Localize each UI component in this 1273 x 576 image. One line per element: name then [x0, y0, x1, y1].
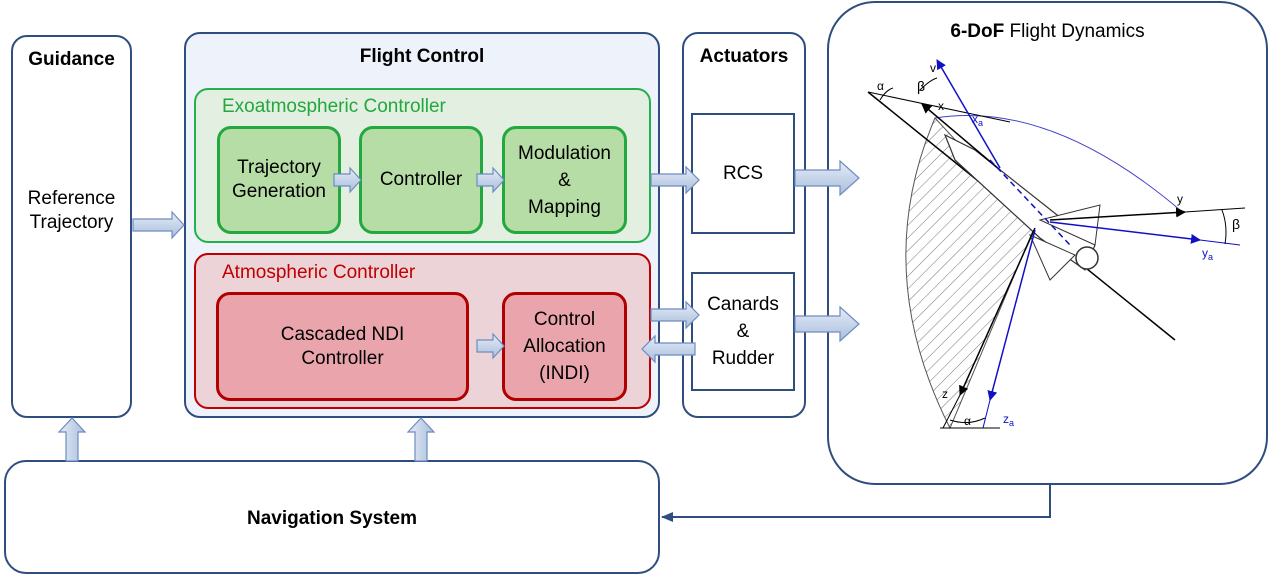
- nav-to-control-arrow: [406, 417, 436, 462]
- canards-line-3: Rudder: [711, 348, 775, 369]
- xa-main: x: [972, 112, 978, 126]
- za-extension: [982, 399, 991, 429]
- actuators-title: Actuators: [699, 46, 789, 67]
- z-body-arrow: [959, 227, 1036, 396]
- ya-label: ya: [1202, 246, 1213, 262]
- rcs-to-dynamics-arrow: [794, 159, 860, 197]
- rcs-label: RCS: [722, 162, 764, 184]
- controller-block: Controller: [359, 126, 483, 234]
- trajectory-to-controller-arrow: [333, 166, 362, 194]
- aircraft-tail: [1029, 234, 1076, 281]
- navigation-system-panel: Navigation System: [4, 460, 660, 574]
- beta-right-label: β: [1232, 216, 1240, 232]
- y-body-arrow: [1049, 207, 1186, 221]
- modulation-line-1: Modulation: [518, 142, 611, 164]
- ya-extension: [1199, 239, 1241, 246]
- ndi-line-2: Controller: [301, 347, 384, 369]
- alpha-top-arc: [879, 87, 894, 101]
- allocation-line-1: Control: [533, 309, 596, 330]
- xa-sub: a: [978, 118, 983, 128]
- flight-control-title: Flight Control: [359, 46, 485, 67]
- guidance-title: Guidance: [28, 49, 115, 70]
- cascaded-ndi-block: Cascaded NDI Controller: [216, 292, 469, 401]
- reference-trajectory-label: Reference Trajectory: [13, 187, 130, 235]
- za-label: za: [1003, 412, 1014, 428]
- reference-line-1: Reference: [27, 188, 116, 209]
- canards-line-2: &: [736, 321, 750, 342]
- alpha-bottom-arc: [949, 417, 986, 424]
- engine-nozzle: [1075, 246, 1099, 270]
- control-allocation-block: Control Allocation (INDI): [502, 292, 627, 401]
- trajectory-line-1: Trajectory: [237, 157, 321, 178]
- atmo-to-canards-arrow: [650, 300, 700, 330]
- exo-to-rcs-arrow: [650, 165, 700, 195]
- trajectory-generation-block: Trajectory Generation: [217, 126, 341, 234]
- x-body-arrow: [921, 103, 1001, 171]
- x-label: x: [938, 99, 944, 113]
- guidance-to-control-arrow: [132, 210, 185, 240]
- ndi-line-1: Cascaded NDI: [280, 323, 405, 345]
- reference-line-top: [867, 91, 1011, 123]
- guidance-panel: Guidance Reference Trajectory: [11, 35, 132, 418]
- rcs-block: RCS: [691, 113, 795, 234]
- atmospheric-label: Atmospheric Controller: [222, 262, 416, 283]
- ya-aero-arrow: [1049, 221, 1201, 244]
- beta-right-arc: [1221, 209, 1227, 245]
- trajectory-line-2: Generation: [231, 181, 326, 202]
- reference-line-2: Trajectory: [29, 212, 114, 233]
- xa-label: xa: [972, 112, 983, 128]
- allocation-line-2: Allocation: [523, 336, 606, 357]
- allocation-line-3: (INDI): [539, 363, 590, 384]
- za-main: z: [1003, 412, 1009, 426]
- modulation-line-2: &: [558, 169, 571, 191]
- aircraft-fuselage: [943, 133, 1096, 271]
- canards-to-dynamics-arrow: [794, 305, 860, 343]
- upper-arc: [934, 115, 1181, 211]
- controller-label: Controller: [379, 169, 463, 190]
- modulation-mapping-block: Modulation & Mapping: [502, 126, 627, 234]
- v-label: v: [930, 61, 936, 75]
- y-extension: [1184, 207, 1246, 213]
- exoatmospheric-label: Exoatmospheric Controller: [222, 96, 446, 117]
- beta-top-label: β: [917, 78, 925, 94]
- y-label: y: [1177, 192, 1183, 206]
- beta-top-arc: [919, 77, 938, 91]
- alpha-bottom-label: α: [964, 414, 971, 428]
- ya-main: y: [1202, 246, 1208, 260]
- za-sub: a: [1009, 418, 1014, 428]
- dof-bold: 6-DoF: [950, 21, 1005, 42]
- ya-sub: a: [1208, 252, 1213, 262]
- dynamics-to-navigation-line: [661, 485, 1051, 522]
- canards-line-1: Canards: [707, 294, 779, 315]
- modulation-line-3: Mapping: [528, 196, 601, 218]
- controller-to-modulation-arrow: [476, 166, 505, 194]
- za-aero-arrow: [987, 229, 1036, 401]
- z-label: z: [942, 387, 948, 401]
- flight-dynamics-title: 6-DoF Flight Dynamics: [829, 21, 1266, 43]
- dof-rest: Flight Dynamics: [1004, 21, 1145, 42]
- aircraft-axes-diagram: [867, 59, 1246, 430]
- nav-to-guidance-arrow: [57, 417, 87, 462]
- xa-aero-arrow: [936, 59, 1001, 169]
- navigation-title: Navigation System: [247, 508, 417, 529]
- canards-to-allocation-arrow: [641, 334, 696, 364]
- z-extension: [942, 394, 961, 429]
- ndi-to-allocation-arrow: [476, 332, 505, 360]
- alpha-top-label: α: [877, 79, 884, 93]
- canards-rudder-block: Canards & Rudder: [691, 272, 795, 391]
